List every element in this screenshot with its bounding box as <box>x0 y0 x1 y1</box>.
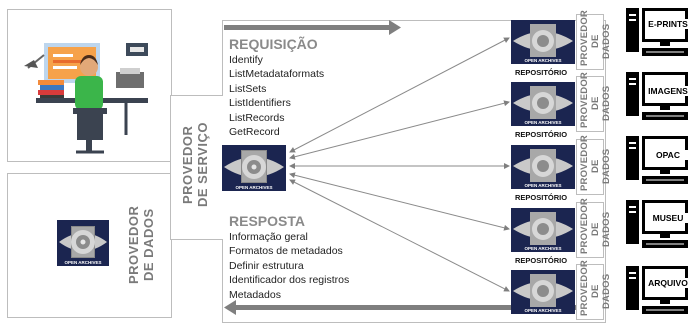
repository-caption: REPOSITÓRIO <box>515 256 568 265</box>
source-label: MUSEU <box>646 213 690 223</box>
logo-caption: OPEN ARCHIVES <box>64 260 101 265</box>
repository-caption: REPOSITÓRIO <box>515 193 568 202</box>
user-at-computer-illustration <box>24 43 148 154</box>
data-provider-tag-label: PROVEDOR DE DADOS <box>579 72 612 128</box>
request-flow-arrow <box>224 20 401 35</box>
logo-caption: OPEN ARCHIVES <box>524 58 561 63</box>
repository-caption: REPOSITÓRIO <box>515 130 568 139</box>
computer-icon <box>626 198 690 257</box>
source-label: IMAGENS <box>646 86 690 96</box>
open-archives-logo-central: OPEN ARCHIVES <box>222 145 286 191</box>
service-provider-tab <box>170 95 223 240</box>
logo-caption: OPEN ARCHIVES <box>524 120 561 125</box>
data-provider-tag <box>576 76 604 132</box>
data-provider-tag-label: PROVEDOR DE DADOS <box>579 198 612 254</box>
repository-logo: OPEN ARCHIVES <box>511 270 575 314</box>
request-verb: Identify <box>229 54 263 66</box>
request-verb: ListSets <box>229 82 267 95</box>
response-flow-arrow <box>224 300 588 315</box>
response-heading: RESPOSTA <box>229 213 305 229</box>
data-provider-tag-label: PROVEDOR DE DADOS <box>579 10 612 66</box>
harvest-connectors <box>289 37 510 292</box>
request-verb: ListRecords <box>229 111 285 124</box>
source-label: OPAC <box>646 150 690 160</box>
repository-logo: OPEN ARCHIVES <box>511 208 575 252</box>
logo-caption: OPEN ARCHIVES <box>524 308 561 313</box>
request-verb: ListIdentifiers <box>229 97 291 110</box>
computer-icon <box>626 6 690 65</box>
computer-icon <box>626 134 690 193</box>
logo-caption: OPEN ARCHIVES <box>524 246 561 251</box>
data-provider-tag-label: PROVEDOR DE DADOS <box>579 135 612 191</box>
repository-caption: REPOSITÓRIO <box>515 68 568 77</box>
response-item: Definir estrutura <box>229 259 304 272</box>
data-provider-tag <box>576 139 604 195</box>
request-verb: GetRecord <box>229 126 280 139</box>
data-provider-tag <box>576 264 604 320</box>
repository-logo: OPEN ARCHIVES <box>511 20 575 64</box>
computer-icon <box>626 264 690 325</box>
repository-logo: OPEN ARCHIVES <box>511 82 575 126</box>
open-archives-logo: OPEN ARCHIVES <box>57 220 109 266</box>
computer-icon <box>626 70 690 129</box>
data-provider-tag <box>576 14 604 70</box>
source-label: ARQUIVO <box>646 278 690 288</box>
repository-logo: OPEN ARCHIVES <box>511 145 575 189</box>
data-provider-tag-label: PROVEDOR DE DADOS <box>579 260 612 316</box>
response-item: Metadados <box>229 288 281 301</box>
source-label: E-PRINTS <box>646 19 690 29</box>
logo-caption: OPEN ARCHIVES <box>235 185 272 190</box>
user-illustration-panel <box>7 9 172 162</box>
response-item: Informação geral <box>229 231 308 243</box>
data-provider-tag <box>576 202 604 258</box>
logo-caption: OPEN ARCHIVES <box>524 183 561 188</box>
